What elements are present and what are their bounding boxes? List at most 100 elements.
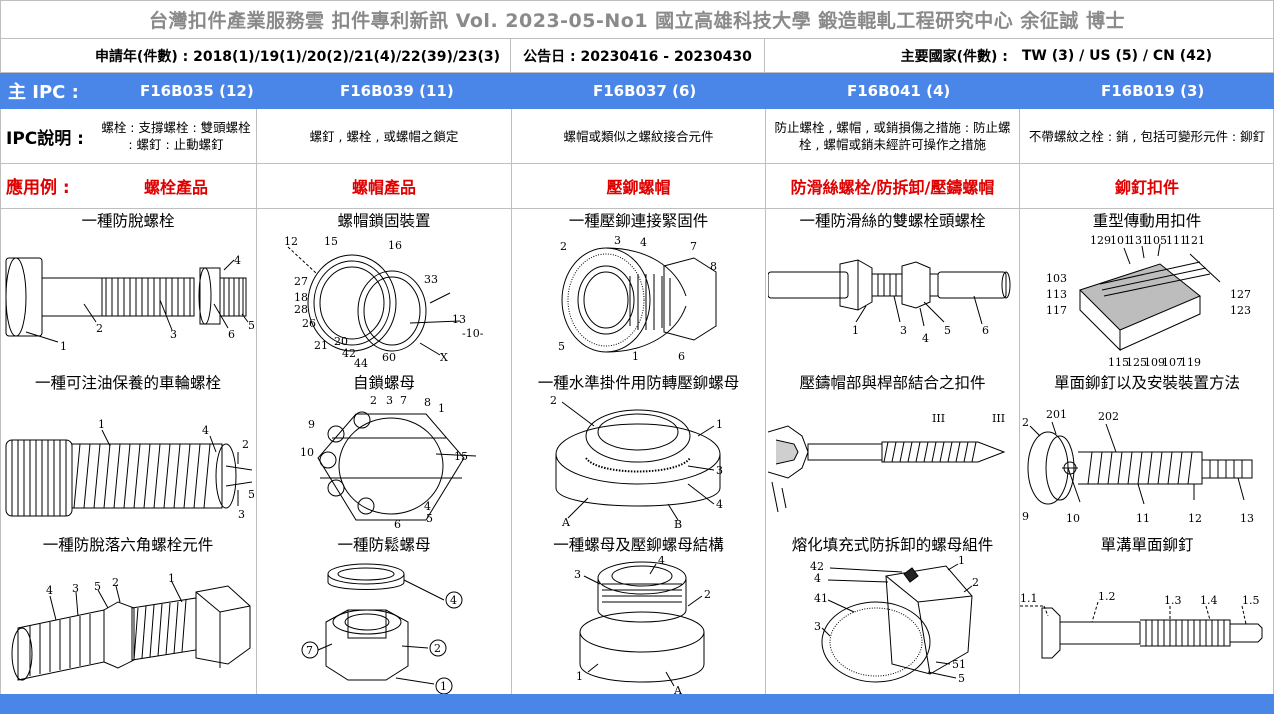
fig-label: 4 [424, 500, 431, 513]
patent-title: 單溝單面鉚釘 [1100, 536, 1194, 554]
fig-label: 1 [958, 556, 965, 567]
fig-label: 119 [1180, 356, 1201, 368]
fig-label: 6 [982, 324, 989, 337]
fig-label: 1 [440, 680, 447, 693]
fig-label: 1 [98, 418, 105, 431]
fig-label: 15 [454, 450, 468, 463]
fig-label: 12 [284, 235, 298, 248]
wheel-bolt-drawing: 1 2 3 4 5 [2, 400, 254, 526]
fig-label: 9 [308, 418, 315, 431]
hex-bolt-drawing: 4 3 5 2 1 [6, 572, 254, 684]
description-5: 不帶螺紋之栓 : 銷 , 包括可變形元件 : 鉚釘 [1028, 128, 1266, 144]
fig-label: 2 [370, 394, 377, 407]
application-4: 防滑絲螺栓/防拆卸/壓鑄螺帽 [790, 177, 995, 197]
fig-label: 13 [452, 313, 466, 326]
fig-label: 123 [1230, 304, 1251, 317]
fig-label: 8 [424, 396, 431, 409]
fig-label: 2 [704, 588, 711, 601]
fig-label: 42 [810, 560, 824, 573]
meta-row: 申請年(件數) : 2018(1)/19(1)/20(2)/21(4)/22(3… [0, 38, 1274, 73]
application-3: 壓鉚螺帽 [606, 177, 671, 197]
fig-label: 4 [640, 236, 647, 249]
fig-label: 3 [574, 568, 581, 581]
fig-label: 4 [814, 572, 821, 585]
ipc-label: 主 IPC : [8, 82, 79, 103]
description-4: 防止螺栓 , 螺帽 , 或銷損傷之措施 : 防止螺栓 , 螺帽或銷未經許可操作之… [774, 120, 1011, 152]
description-3: 螺帽或類似之螺紋接合元件 [563, 128, 714, 144]
footer-bar [0, 694, 1274, 714]
fig-label: 111 [1166, 234, 1187, 247]
fig-label: A [561, 516, 571, 529]
fig-label: 3 [814, 620, 821, 633]
fig-label: 11 [1136, 512, 1150, 525]
fig-label: 1 [168, 572, 175, 585]
fig-label: 2 [434, 642, 441, 655]
patent-title: 一種防脫落六角螺栓元件 [42, 536, 214, 554]
fig-label: 5 [248, 488, 254, 501]
col-divider [511, 109, 512, 694]
fig-label: 10 [300, 446, 314, 459]
col-divider [256, 109, 257, 694]
melt-fill-nut-drawing: 42 4 41 3 1 2 51 5 [806, 556, 982, 692]
fig-label: 5 [958, 672, 965, 685]
fig-label: 3 [716, 464, 723, 477]
rivet-nut-structure-drawing: 3 4 2 1 A [570, 556, 718, 694]
fig-label: 6 [678, 350, 685, 363]
fig-label: 28 [294, 303, 308, 316]
fig-label: B [674, 518, 682, 530]
fig-label: 115 [1108, 356, 1129, 368]
fig-label: 2 [1022, 416, 1029, 429]
fig-label: 4 [658, 556, 665, 567]
fig-label: 15 [324, 235, 338, 248]
fig-label: 8 [710, 260, 717, 273]
fig-label: 107 [1162, 356, 1183, 368]
patent-title: 一種防鬆螺母 [337, 536, 431, 554]
fig-label: 4 [450, 594, 457, 607]
announce-date: 公告日 : 20230416 - 20230430 [511, 39, 765, 72]
fig-label: 7 [400, 394, 407, 407]
fig-label: 2 [550, 396, 557, 407]
fig-label: 117 [1046, 304, 1067, 317]
ipc-code-4: F16B041 (4) [847, 82, 951, 100]
fig-label: 1.1 [1020, 592, 1038, 605]
fig-label: 44 [354, 357, 368, 368]
fig-label: 7 [690, 240, 697, 253]
fig-label: 27 [294, 275, 308, 288]
fig-label: 2 [242, 438, 249, 451]
col-divider [765, 109, 766, 694]
fig-label: 5 [248, 319, 254, 332]
fig-label: 9 [1022, 510, 1029, 523]
fig-label: 101 [1110, 234, 1131, 247]
fig-label: 33 [424, 273, 438, 286]
fig-label: 7 [306, 644, 313, 657]
application-label: 應用例 : [6, 178, 70, 198]
fig-label: 1 [60, 340, 67, 353]
patent-title: 壓鑄帽部與桿部結合之扣件 [799, 374, 986, 392]
ipc-code-1: F16B035 (12) [140, 82, 254, 100]
fig-label: 3 [72, 582, 79, 595]
fig-label: A [673, 684, 683, 694]
fig-label: 3 [386, 394, 393, 407]
fig-label: 1.5 [1242, 594, 1260, 607]
fig-label: 121 [1184, 234, 1205, 247]
patent-title: 熔化填充式防拆卸的螺母組件 [791, 536, 994, 554]
fig-label: 3 [238, 508, 245, 521]
fig-label: 2 [96, 322, 103, 335]
fig-label: 1.3 [1164, 594, 1182, 607]
ipc-code-3: F16B037 (6) [593, 82, 697, 100]
fig-label: 113 [1046, 288, 1067, 301]
patent-title: 一種壓鉚連接緊固件 [568, 212, 709, 230]
fig-label: III [992, 412, 1005, 425]
fig-label: 1 [438, 402, 445, 415]
application-1: 螺栓產品 [143, 177, 208, 197]
bolt-drawing: 1 2 3 4 5 6 [2, 234, 254, 356]
anti-rotation-rivet-nut-drawing: 2 1 3 4 A B [538, 396, 738, 530]
fig-label: 60 [382, 351, 396, 364]
patent-title: 一種可注油保養的車輪螺栓 [34, 374, 221, 392]
fig-label: 41 [814, 592, 828, 605]
patent-title: 一種水準掛件用防轉壓鉚螺母 [537, 374, 740, 392]
fig-label: 4 [202, 424, 209, 437]
fig-label: 1.4 [1200, 594, 1218, 607]
application-years: 申請年(件數) : 2018(1)/19(1)/20(2)/21(4)/22(3… [0, 39, 511, 72]
col-divider [1019, 109, 1020, 694]
